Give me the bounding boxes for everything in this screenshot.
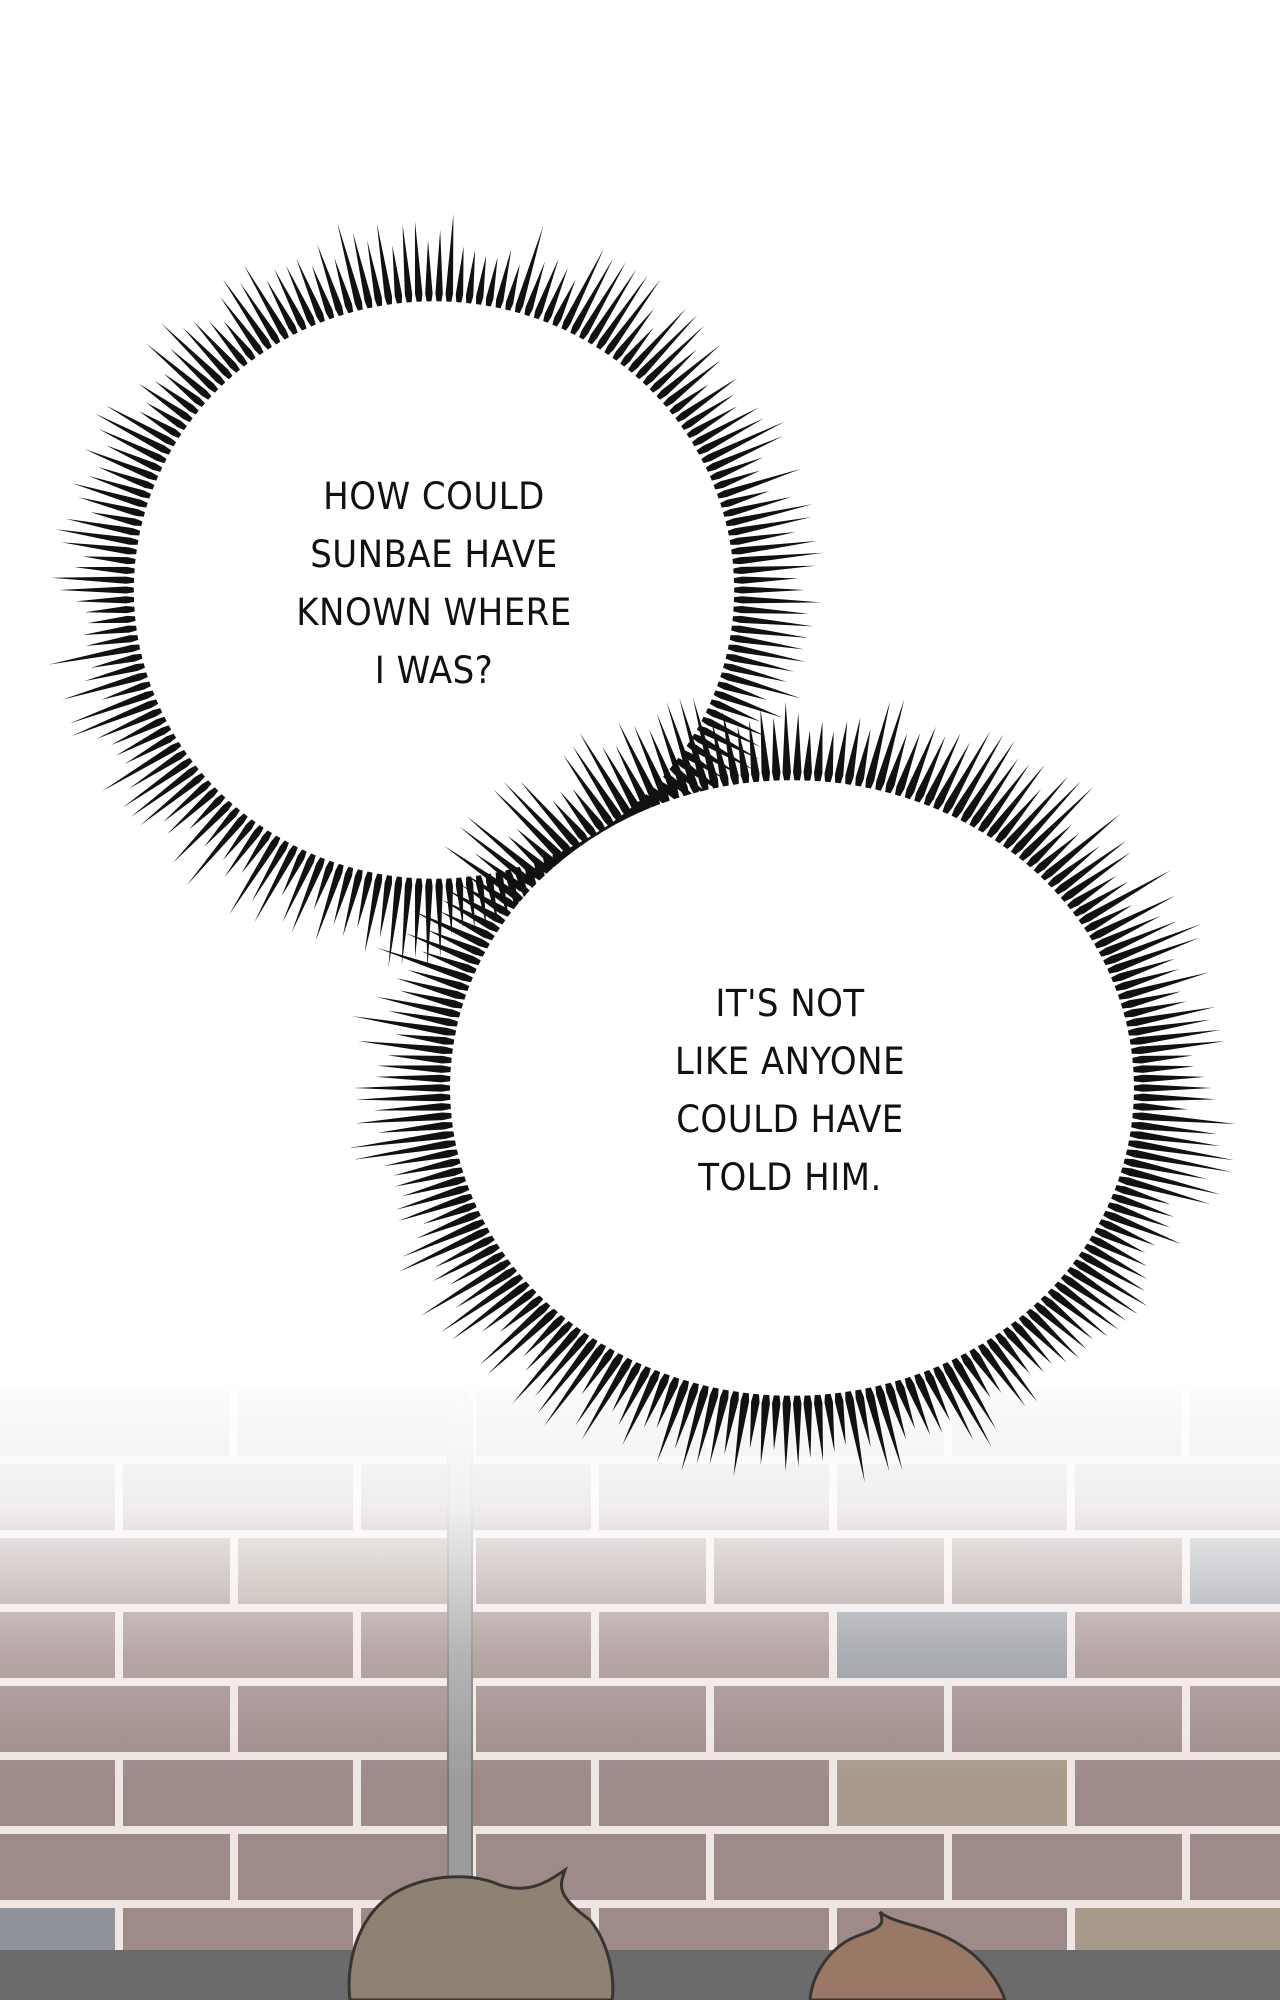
wall-fade-overlay: [0, 1360, 1280, 1780]
character-head-left: [347, 1866, 615, 2000]
bubble-interior: [450, 780, 1134, 1396]
text-line: I WAS?: [374, 649, 494, 692]
brick: [1190, 1834, 1280, 1900]
character-head-right: [808, 1910, 1007, 2000]
text-line: HOW COULD: [323, 475, 545, 518]
text-line: KNOWN WHERE: [296, 591, 572, 634]
thought-bubble-1: [48, 213, 824, 970]
floor-strip: [0, 1950, 1280, 2000]
brick: [952, 1834, 1182, 1900]
brick: [714, 1834, 944, 1900]
text-line: LIKE ANYONE: [674, 1040, 906, 1083]
text-line: IT'S NOT: [715, 982, 865, 1025]
text-line: SUNBAE HAVE: [310, 533, 558, 576]
brick: [0, 1834, 230, 1900]
bubble-interior: [133, 301, 735, 879]
thought-bubble-2: [349, 697, 1237, 1483]
bubble-2-text: IT'S NOT LIKE ANYONE COULD HAVE TOLD HIM…: [606, 975, 974, 1207]
bubble-1-text: HOW COULD SUNBAE HAVE KNOWN WHERE I WAS?: [250, 468, 618, 700]
text-line: COULD HAVE: [676, 1098, 904, 1141]
text-line: TOLD HIM.: [698, 1156, 882, 1199]
